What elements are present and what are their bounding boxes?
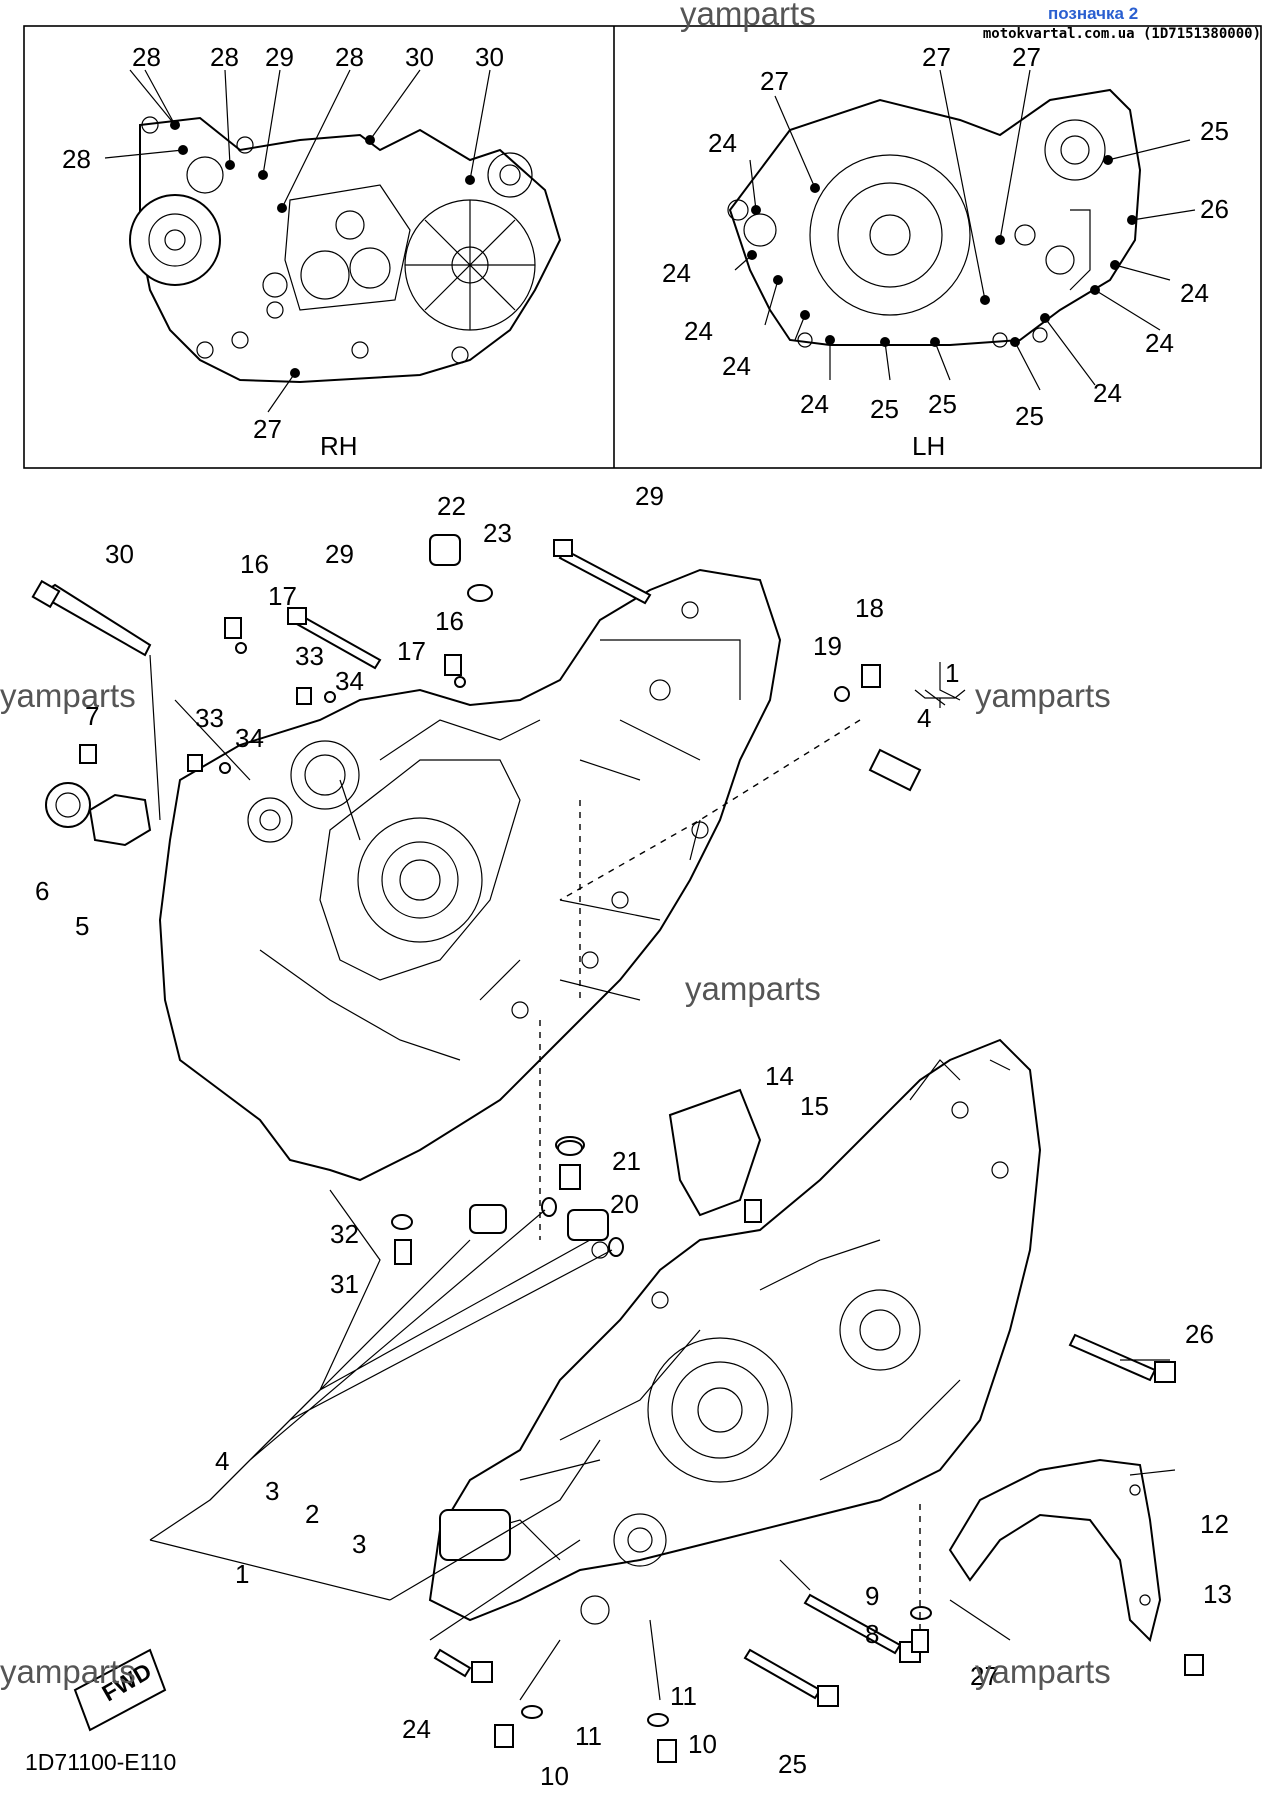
callout-7: 7 xyxy=(85,701,99,731)
callout-3b: 3 xyxy=(352,1529,366,1559)
lh-label-25c: 25 xyxy=(928,389,957,419)
callout-34a: 34 xyxy=(335,666,364,696)
callout-16a: 16 xyxy=(240,549,269,579)
rh-label-30b: 30 xyxy=(475,42,504,72)
lh-label-25b: 25 xyxy=(870,394,899,424)
watermark-top: yamparts xyxy=(680,0,816,32)
callout-labels: 30 16 17 29 22 23 29 18 19 1 4 33 34 16 … xyxy=(35,481,1232,1791)
callout-bracket xyxy=(914,689,966,708)
callout-12: 12 xyxy=(1200,1509,1229,1539)
lh-crankcase-drawing xyxy=(727,69,1196,391)
callout-17b: 17 xyxy=(397,636,426,666)
rh-label-28b: 28 xyxy=(210,42,239,72)
callout-33b: 33 xyxy=(195,703,224,733)
callout-27: 27 xyxy=(970,1661,999,1691)
small-parts xyxy=(31,534,1204,1763)
callout-10a: 10 xyxy=(688,1729,717,1759)
callout-11b: 11 xyxy=(575,1721,602,1751)
rh-label-29: 29 xyxy=(265,42,294,72)
callout-29b: 29 xyxy=(635,481,664,511)
watermark-center: yamparts xyxy=(685,970,821,1007)
fwd-arrow: FWD xyxy=(73,1648,167,1732)
lh-label-24e: 24 xyxy=(1145,328,1174,358)
callout-21: 21 xyxy=(612,1146,641,1176)
callout-14: 14 xyxy=(765,1061,794,1091)
callout-26: 26 xyxy=(1185,1319,1214,1349)
callout-30: 30 xyxy=(105,539,134,569)
left-crankcase-drawing xyxy=(428,1038,1042,1625)
callout-9: 9 xyxy=(865,1581,879,1611)
lh-label-25d: 25 xyxy=(1015,401,1044,431)
callout-23: 23 xyxy=(483,518,512,548)
callout-4a: 4 xyxy=(917,703,931,733)
callout-17a: 17 xyxy=(268,581,297,611)
rh-label-28c: 28 xyxy=(335,42,364,72)
inset-panel: 28 28 29 28 30 30 28 27 RH 27 27 27 24 2… xyxy=(23,25,1262,469)
callout-34b: 34 xyxy=(235,723,264,753)
callout-33a: 33 xyxy=(295,641,324,671)
header-tag: позначка 2 xyxy=(1048,4,1139,23)
callout-31: 31 xyxy=(330,1269,359,1299)
assembly-lines xyxy=(149,654,1176,1701)
callout-1b: 1 xyxy=(235,1559,249,1589)
rh-label-27: 27 xyxy=(253,414,282,444)
lh-label-24f: 24 xyxy=(722,351,751,381)
callout-10b: 10 xyxy=(540,1761,569,1791)
watermark-bottom-left: yamparts xyxy=(0,1653,136,1690)
callout-11a: 11 xyxy=(670,1681,697,1711)
watermarks: yamparts yamparts yamparts yamparts yamp… xyxy=(0,0,1111,1690)
watermark-right: yamparts xyxy=(975,677,1111,714)
callout-15: 15 xyxy=(800,1091,829,1121)
rh-label-30a: 30 xyxy=(405,42,434,72)
callout-16b: 16 xyxy=(435,606,464,636)
callout-2: 2 xyxy=(305,1499,319,1529)
rh-caption: RH xyxy=(320,431,358,461)
lh-label-26: 26 xyxy=(1200,194,1229,224)
lh-label-24a: 24 xyxy=(708,128,737,158)
lh-label-24c: 24 xyxy=(1180,278,1209,308)
diagram-code: 1D71100-E110 xyxy=(25,1749,176,1775)
lh-label-25a: 25 xyxy=(1200,116,1229,146)
callout-22: 22 xyxy=(437,491,466,521)
lh-label-24h: 24 xyxy=(1093,378,1122,408)
lh-caption: LH xyxy=(912,431,945,461)
callout-25: 25 xyxy=(778,1749,807,1779)
callout-4b: 4 xyxy=(215,1446,229,1476)
callout-6: 6 xyxy=(35,876,49,906)
callout-20: 20 xyxy=(610,1189,639,1219)
lh-label-24d: 24 xyxy=(684,316,713,346)
callout-3a: 3 xyxy=(265,1476,279,1506)
lh-label-24b: 24 xyxy=(662,258,691,288)
callout-8: 8 xyxy=(865,1619,879,1649)
watermark-bottom-right: yamparts xyxy=(975,1653,1111,1690)
callout-32: 32 xyxy=(330,1219,359,1249)
right-crankcase-drawing xyxy=(158,568,782,1182)
header-source: motokvartal.com.ua (1D7151380000) xyxy=(982,26,1261,42)
rh-label-28a: 28 xyxy=(132,42,161,72)
inset-frame xyxy=(23,25,1262,469)
lh-label-27c: 27 xyxy=(1012,42,1041,72)
callout-5: 5 xyxy=(75,911,89,941)
callout-29a: 29 xyxy=(325,539,354,569)
callout-13: 13 xyxy=(1203,1579,1232,1609)
lh-label-24g: 24 xyxy=(800,389,829,419)
lh-label-27b: 27 xyxy=(922,42,951,72)
callout-19: 19 xyxy=(813,631,842,661)
callout-1a: 1 xyxy=(945,658,959,688)
lh-label-27a: 27 xyxy=(760,66,789,96)
callout-24: 24 xyxy=(402,1714,431,1744)
watermark-left: yamparts xyxy=(0,677,136,714)
gasket-12-drawing xyxy=(948,1458,1162,1642)
rh-label-28d: 28 xyxy=(62,144,91,174)
rh-crankcase-drawing xyxy=(104,69,562,413)
callout-18: 18 xyxy=(855,593,884,623)
